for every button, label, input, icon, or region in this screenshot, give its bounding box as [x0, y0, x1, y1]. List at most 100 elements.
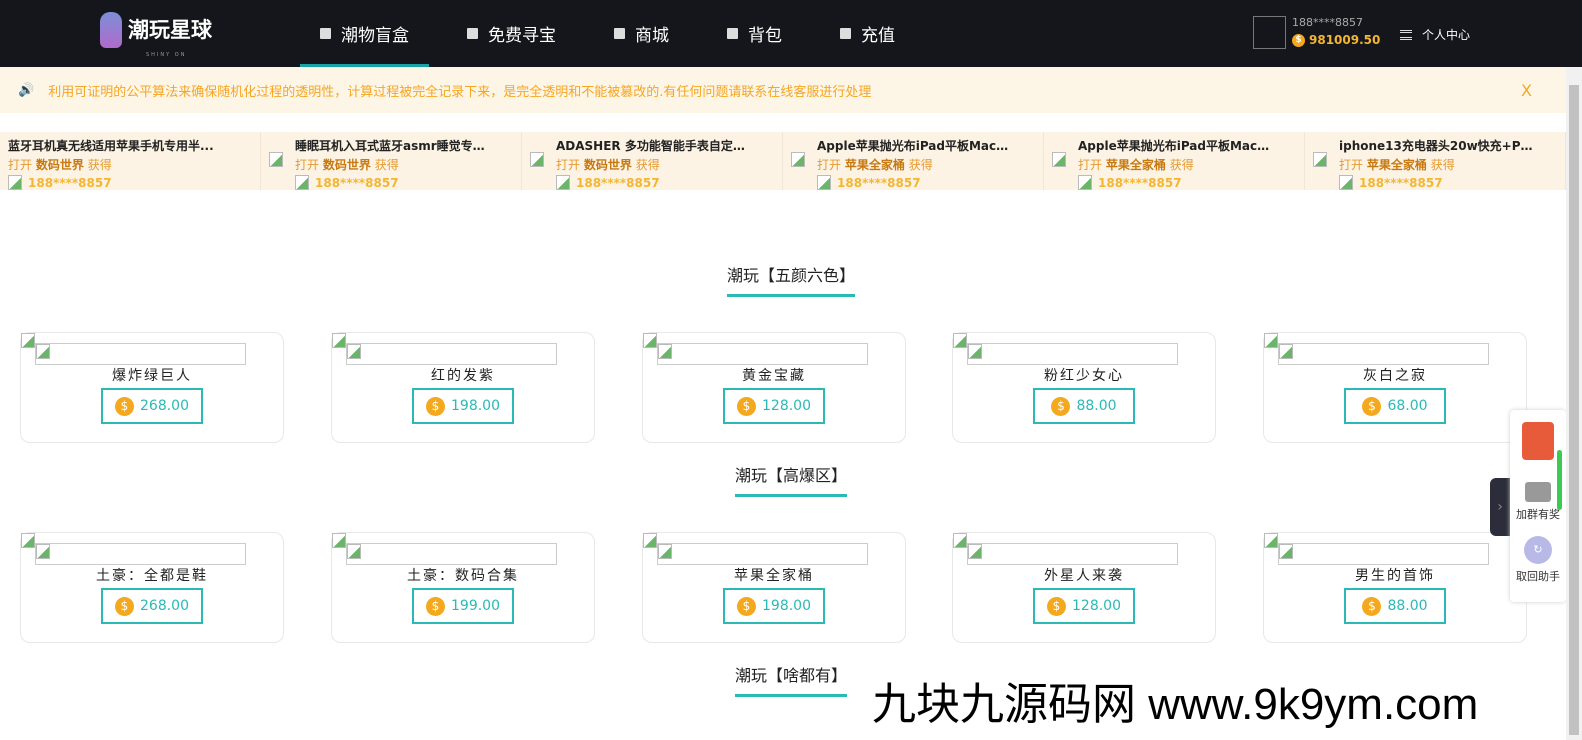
broken-image-icon [643, 333, 657, 348]
nav-label: 商城 [635, 26, 669, 46]
list-icon [1400, 29, 1412, 40]
nav-item-3[interactable]: 背包 [707, 0, 802, 67]
blind-box-card[interactable]: 红的发紫$198.00 [331, 332, 595, 443]
watermark: 九块九源码网 www.9k9ym.com [872, 680, 1479, 729]
blind-box-card[interactable]: 男生的首饰$88.00 [1263, 532, 1527, 643]
coin-icon: $ [115, 396, 134, 416]
inner-scroll-indicator[interactable] [1557, 450, 1562, 510]
broken-image-icon [332, 533, 346, 548]
price-button[interactable]: $128.00 [723, 388, 825, 424]
price: 128.00 [1072, 598, 1121, 614]
price-button[interactable]: $198.00 [723, 588, 825, 624]
join-group-link[interactable]: 加群有奖 [1516, 508, 1560, 521]
price-button[interactable]: $198.00 [412, 388, 514, 424]
box-name: 数码世界 [322, 158, 371, 172]
price-button[interactable]: $199.00 [412, 588, 514, 624]
nav-label: 潮物盲盒 [341, 26, 409, 46]
broken-image-icon [1264, 533, 1278, 548]
product-image-icon [1052, 152, 1066, 167]
user-phone: 188****8857 [1292, 16, 1363, 29]
personal-center-link[interactable]: 个人中心 [1400, 26, 1470, 43]
ticker-title: Apple苹果抛光布iPad平板Macboo... [817, 139, 1011, 153]
ticker-title: ADASHER 多功能智能手表自定义表... [556, 139, 750, 153]
box-name: 苹果全家桶 [844, 158, 905, 172]
open-label: 打开 [295, 158, 320, 172]
box-name: 苹果全家桶 [1105, 158, 1166, 172]
blind-box-card[interactable]: 外星人来袭$128.00 [952, 532, 1216, 643]
coin-icon: $ [426, 596, 445, 616]
nav-item-1[interactable]: 免费寻宝 [447, 0, 576, 67]
get-label: 获得 [1430, 158, 1455, 172]
retrieve-link[interactable]: 取回助手 [1516, 570, 1560, 583]
price-button[interactable]: $68.00 [1344, 388, 1446, 424]
blind-box-card[interactable]: 土豪：全都是鞋$268.00 [20, 532, 284, 643]
coin-icon: $ [426, 396, 445, 416]
broken-image-icon [953, 333, 967, 348]
price-button[interactable]: $268.00 [101, 388, 203, 424]
avatar[interactable] [1253, 16, 1286, 49]
price: 88.00 [1076, 398, 1117, 414]
nav-item-4[interactable]: 充值 [820, 0, 915, 67]
product-image-icon [1313, 152, 1327, 167]
user-info[interactable]: 188****8857 $981009.50 [1253, 16, 1380, 49]
float-panel-toggle[interactable]: › [1490, 478, 1510, 536]
price: 268.00 [140, 398, 189, 414]
nav-item-0[interactable]: 潮物盲盒 [300, 0, 429, 67]
user-avatar-icon [1078, 175, 1092, 190]
coin-icon: $ [1292, 33, 1305, 47]
ticker-item[interactable]: iphone13充电器头20w快充+PD数...打开 苹果全家桶 获得188**… [1305, 132, 1566, 190]
card-name: 苹果全家桶 [734, 568, 814, 584]
card-name: 土豪：数码合集 [407, 568, 519, 584]
broken-image-icon [347, 544, 361, 559]
card-image [967, 343, 1178, 365]
ticker-item[interactable]: Apple苹果抛光布iPad平板Macboo...打开 苹果全家桶 获得188*… [1044, 132, 1305, 190]
broken-image-icon [658, 544, 672, 559]
main-nav: 潮物盲盒 免费寻宝 商城 背包 充值 [300, 0, 933, 67]
shop-icon[interactable] [1525, 482, 1551, 502]
user-avatar-icon [817, 175, 831, 190]
nav-label: 充值 [861, 26, 895, 46]
ticker-title: 蓝牙耳机真无线适用苹果手机专用半... [8, 139, 214, 153]
ticker-title: 睡眠耳机入耳式蓝牙asmr睡觉专用t... [295, 139, 489, 153]
open-label: 打开 [1339, 158, 1364, 172]
product-image-icon [269, 152, 283, 167]
balance: 981009.50 [1309, 33, 1381, 47]
blind-box-card[interactable]: 黄金宝藏 $128.00 [642, 332, 906, 443]
broken-image-icon [21, 333, 35, 348]
card-name: 黄金宝藏 [742, 368, 806, 384]
blind-box-card[interactable]: 苹果全家桶 $198.00 [642, 532, 906, 643]
blind-box-card[interactable]: 粉红少女心$88.00 [952, 332, 1216, 443]
user-avatar-icon [556, 175, 570, 190]
blind-box-card[interactable]: 土豪：数码合集 $199.00 [331, 532, 595, 643]
broken-image-icon [658, 344, 672, 359]
retrieve-icon[interactable]: ↻ [1524, 536, 1552, 564]
broken-image-icon [1264, 333, 1278, 348]
ticker-item[interactable]: Apple苹果抛光布iPad平板Macboo...打开 苹果全家桶 获得188*… [783, 132, 1044, 190]
red-packet-icon[interactable] [1522, 422, 1554, 460]
price-button[interactable]: $88.00 [1033, 388, 1135, 424]
price-button[interactable]: $88.00 [1344, 588, 1446, 624]
open-label: 打开 [556, 158, 581, 172]
notice-bar: 🔊 利用可证明的公平算法来确保随机化过程的透明性，计算过程被完全记录下来，是完全… [0, 67, 1566, 113]
price-button[interactable]: $128.00 [1033, 588, 1135, 624]
card-image [1278, 343, 1489, 365]
broken-image-icon [968, 344, 982, 359]
broken-image-icon [36, 344, 50, 359]
box-icon [320, 28, 331, 39]
nav-item-2[interactable]: 商城 [594, 0, 689, 67]
user-avatar-icon [8, 175, 22, 190]
scrollbar[interactable] [1566, 67, 1582, 740]
price-button[interactable]: $268.00 [101, 588, 203, 624]
float-panel: 加群有奖 ↻ 取回助手 [1510, 410, 1566, 602]
blind-box-card[interactable]: 爆炸绿巨人$268.00 [20, 332, 284, 443]
close-notice-button[interactable]: X [1521, 80, 1532, 100]
logo[interactable]: 潮玩星球 [100, 12, 212, 48]
wallet-icon [840, 28, 851, 39]
blind-box-card[interactable]: 灰白之寂$68.00 [1263, 332, 1527, 443]
price: 198.00 [762, 598, 811, 614]
broken-image-icon [467, 28, 478, 39]
scrollbar-thumb[interactable] [1569, 85, 1579, 735]
